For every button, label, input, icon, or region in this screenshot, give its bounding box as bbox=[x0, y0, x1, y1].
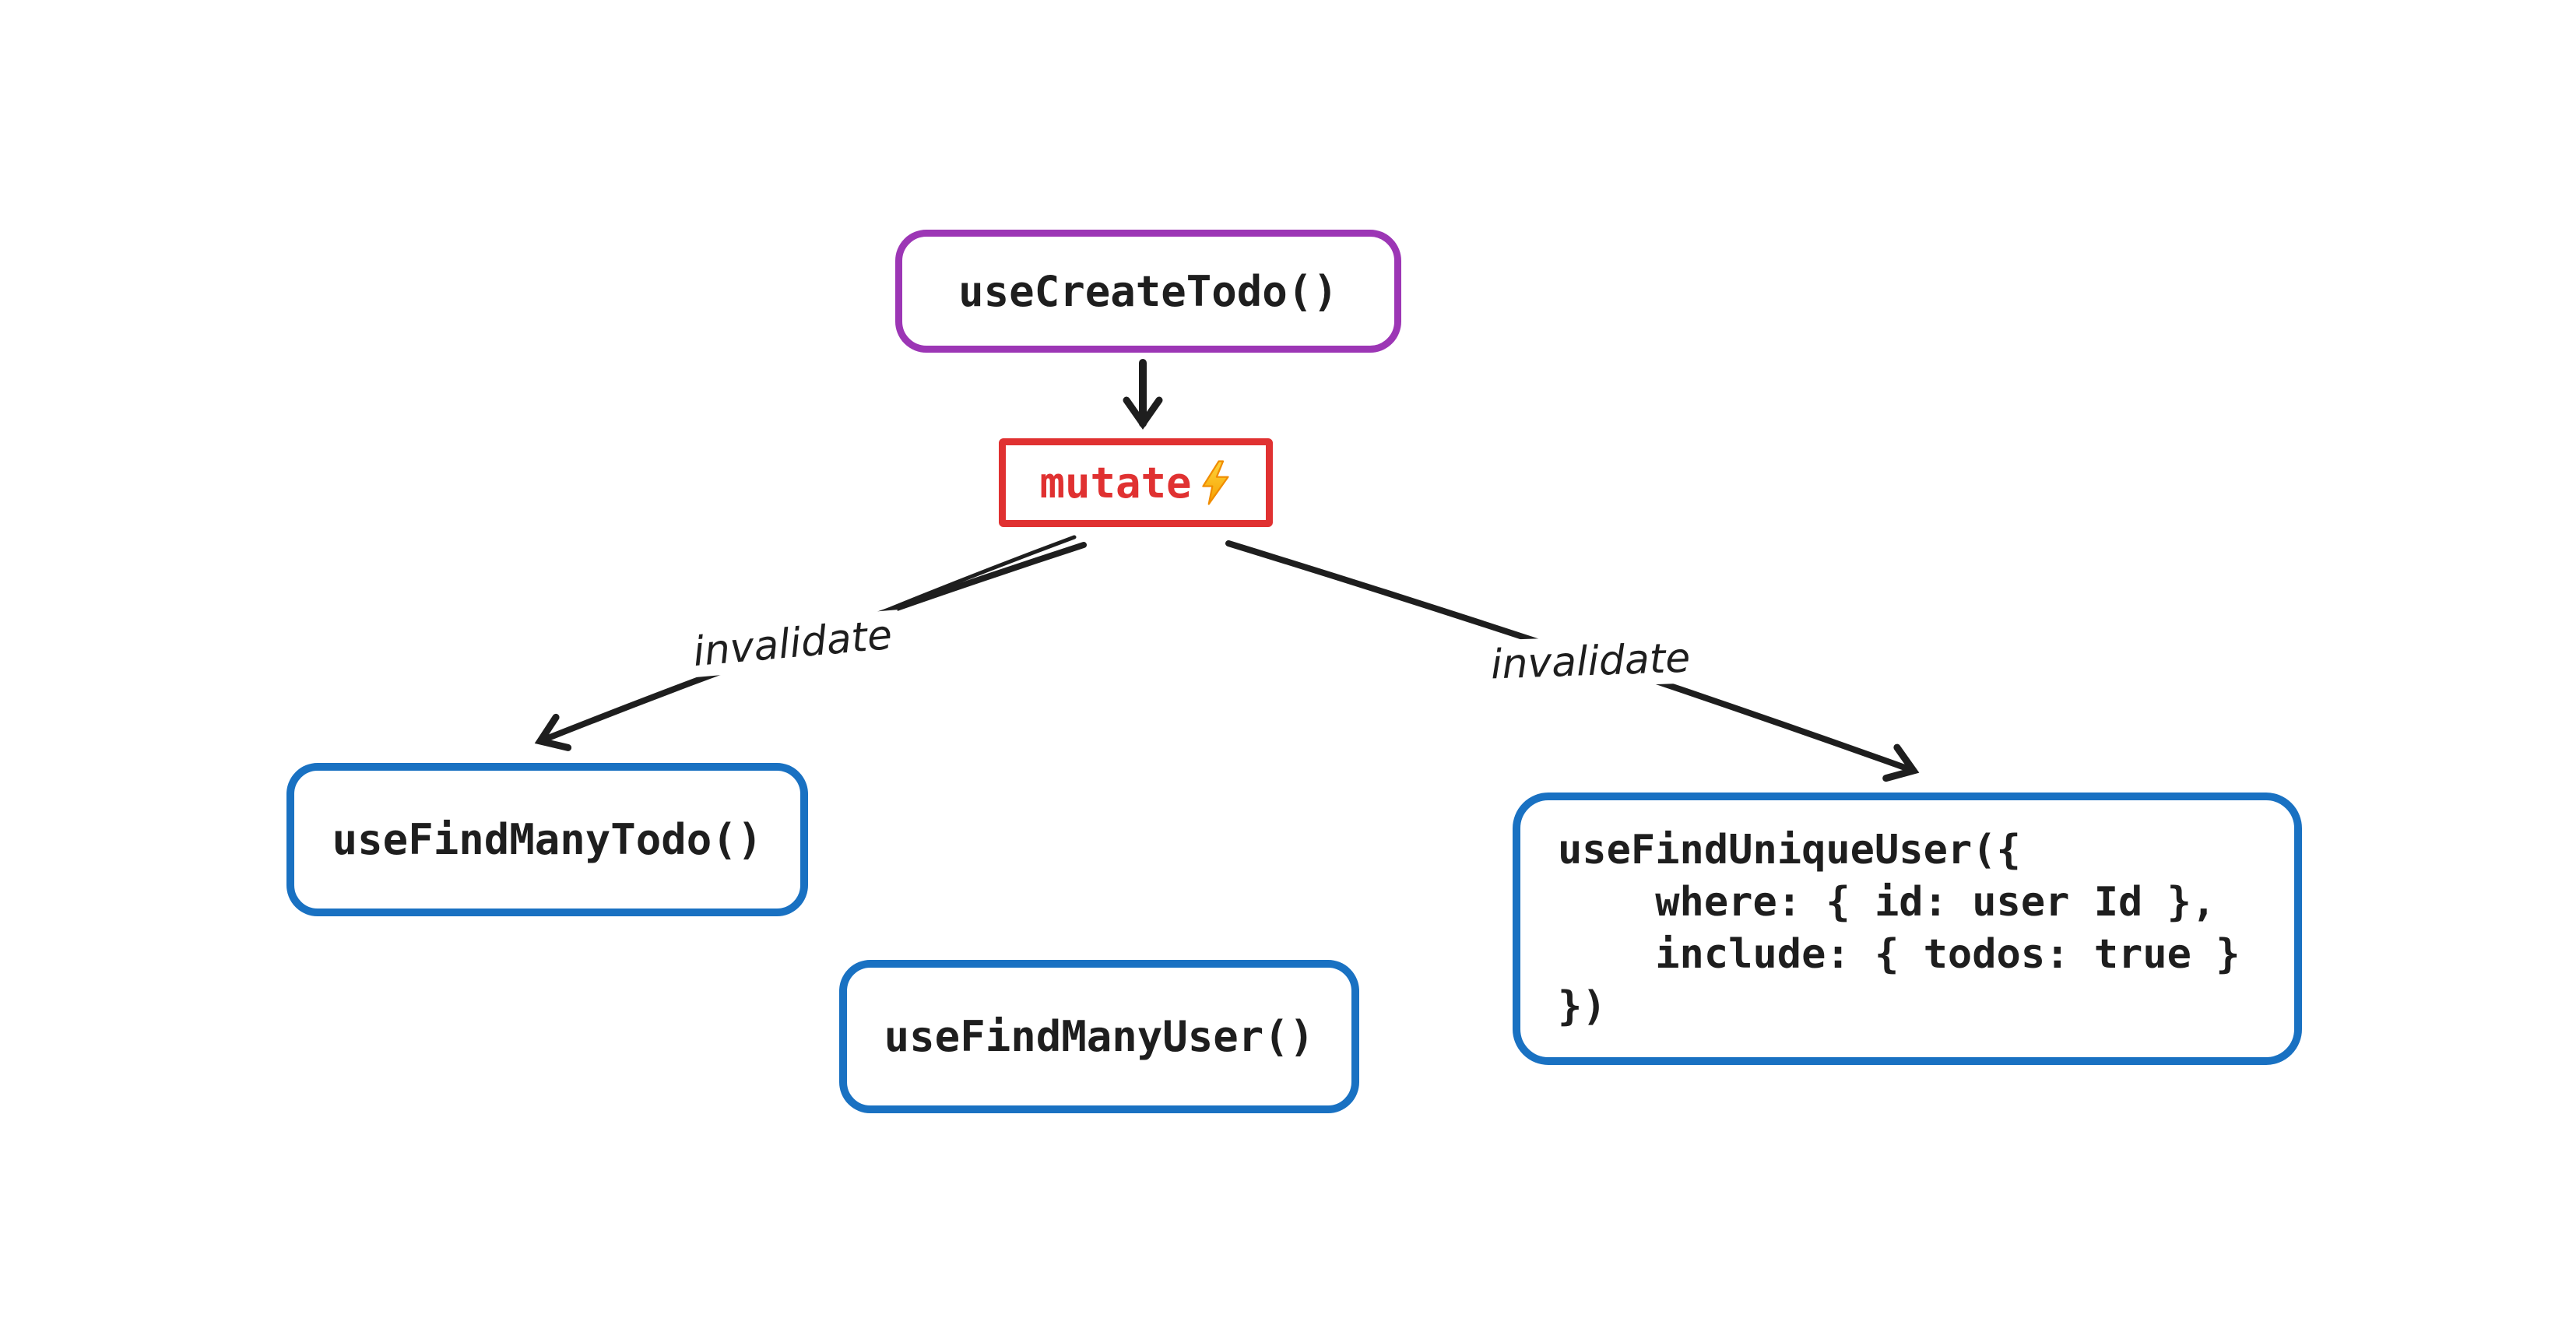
node-mutate-label: mutate bbox=[1039, 458, 1192, 508]
node-use-find-unique-user: useFindUniqueUser({ where: { id: user Id… bbox=[1513, 793, 2302, 1065]
node-use-find-many-user: useFindManyUser() bbox=[839, 960, 1359, 1113]
node-use-create-todo-label: useCreateTodo() bbox=[958, 266, 1338, 316]
node-use-create-todo: useCreateTodo() bbox=[895, 230, 1401, 353]
node-mutate: mutate bbox=[999, 438, 1273, 527]
code-line-2: where: { id: user Id }, bbox=[1558, 879, 2216, 926]
edge-label-invalidate-right: invalidate bbox=[1481, 633, 1699, 691]
code-line-4: }) bbox=[1558, 983, 1607, 1030]
lightning-icon bbox=[1201, 460, 1229, 505]
node-use-find-many-todo: useFindManyTodo() bbox=[286, 763, 808, 916]
node-use-find-many-user-label: useFindManyUser() bbox=[884, 1012, 1315, 1061]
node-use-find-many-todo-label: useFindManyTodo() bbox=[332, 815, 763, 864]
code-block: useFindUniqueUser({ where: { id: user Id… bbox=[1520, 824, 2240, 1033]
code-line-3: include: { todos: true } bbox=[1558, 931, 2240, 978]
code-line-1: useFindUniqueUser({ bbox=[1558, 827, 2021, 873]
